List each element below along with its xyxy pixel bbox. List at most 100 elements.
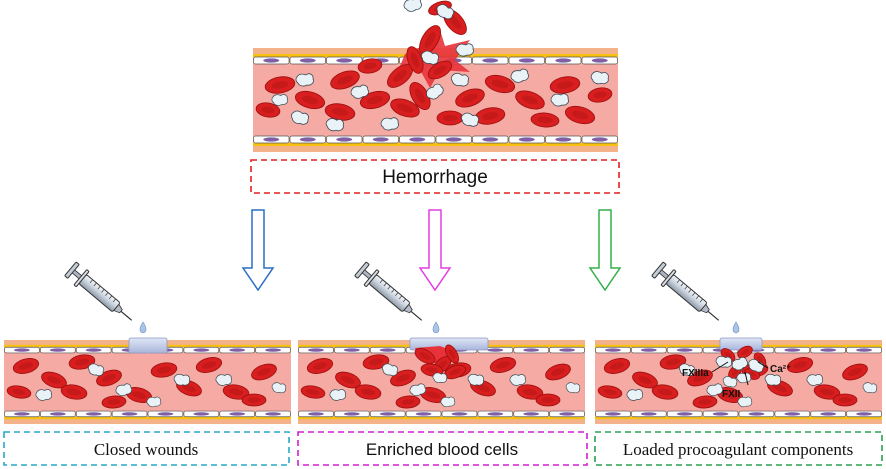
- endothelial-cell: [810, 346, 846, 354]
- red-blood-cell: [545, 363, 571, 381]
- hemorrhage-label: Hemorrhage: [382, 167, 488, 188]
- red-blood-cell: [489, 357, 517, 373]
- platelet: [115, 383, 133, 397]
- platelet: [432, 372, 448, 383]
- red-blood-cell: [444, 344, 460, 364]
- endothelial-cell: [75, 410, 112, 418]
- red-blood-cell: [632, 371, 658, 389]
- endothelial-cell: [441, 410, 478, 418]
- endothelial-cell: [253, 56, 290, 65]
- endothelial-cell: [513, 346, 549, 354]
- platelet: [329, 389, 346, 401]
- red-blood-cell: [659, 354, 687, 370]
- endothelial-cell: [75, 346, 112, 354]
- red-blood-cell: [150, 362, 178, 378]
- red-blood-cell: [419, 387, 447, 403]
- endothelial-cell: [774, 346, 811, 354]
- red-blood-cell: [300, 385, 326, 399]
- platelet: [146, 396, 162, 408]
- red-blood-cell: [842, 363, 868, 381]
- platelet: [550, 93, 569, 107]
- endothelial-cell: [545, 56, 582, 65]
- platelet: [467, 373, 484, 386]
- factor-labels: FXIIIa Ca²⁺ FXII: [682, 364, 791, 400]
- red-blood-cell: [597, 385, 623, 399]
- platelet: [509, 374, 526, 386]
- endothelial-cell: [581, 135, 618, 144]
- endothelial-cell: [40, 346, 76, 354]
- factor-pointer: [757, 361, 769, 369]
- red-blood-cell: [535, 393, 561, 407]
- red-blood-cell: [68, 354, 96, 370]
- gel-drop: [139, 321, 147, 334]
- platelet: [421, 50, 439, 65]
- endothelial-cell: [334, 346, 370, 354]
- endothelial-cell: [298, 346, 334, 354]
- red-blood-cell: [264, 76, 296, 94]
- factor-pointer: [744, 371, 749, 386]
- platelet: [450, 72, 469, 87]
- red-blood-cell: [515, 90, 545, 110]
- red-blood-cell: [390, 98, 420, 118]
- fat-layer: [298, 416, 585, 420]
- red-blood-cell: [564, 105, 596, 125]
- endothelial-cell: [666, 410, 703, 418]
- fxiiia-label: FXIIIa: [682, 368, 709, 379]
- endothelial-cell: [255, 410, 291, 418]
- platelet: [510, 68, 529, 83]
- red-blood-cell: [436, 110, 464, 126]
- endothelial-cell: [631, 410, 667, 418]
- endothelial-cell: [147, 410, 184, 418]
- red-blood-cell: [222, 384, 250, 400]
- red-blood-cell: [294, 90, 326, 110]
- endothelial-cell: [477, 346, 514, 354]
- endothelial-cell: [508, 56, 545, 65]
- red-blood-cell: [692, 395, 718, 409]
- platelet: [426, 83, 444, 100]
- endothelial-cell: [255, 346, 291, 354]
- platelet: [440, 396, 456, 408]
- platelet: [271, 382, 287, 394]
- red-blood-cell: [306, 358, 334, 374]
- endothelial-cell: [289, 56, 326, 65]
- endothelial-cell: [774, 410, 811, 418]
- red-blood-cell: [359, 90, 391, 110]
- platelet: [461, 112, 479, 127]
- red-blood-cell: [530, 112, 560, 128]
- red-blood-cell: [335, 371, 361, 389]
- syringe-icon: [651, 261, 720, 321]
- platelet: [291, 110, 309, 125]
- platelet: [590, 71, 609, 85]
- endothelial-cell: [846, 346, 882, 354]
- endothelial-cell: [362, 135, 399, 144]
- platelet: [409, 383, 427, 397]
- platelet: [862, 382, 878, 394]
- platelet: [380, 117, 399, 131]
- endothelial-cell: [326, 56, 363, 65]
- endothelial-cell: [631, 346, 667, 354]
- endothelial-cell: [595, 346, 631, 354]
- platelet: [455, 43, 474, 57]
- red-blood-cell: [409, 82, 431, 110]
- red-blood-cell: [516, 384, 544, 400]
- red-blood-cell: [414, 348, 436, 364]
- enriched-blood-cells-label: Enriched blood cells: [366, 440, 518, 459]
- arrow-closed: [241, 209, 275, 292]
- syringe-icon: [64, 261, 133, 321]
- platelet: [215, 374, 232, 386]
- endothelial-cell: [545, 135, 582, 144]
- endothelial-cell: [369, 346, 406, 354]
- red-blood-cell: [813, 384, 841, 400]
- red-blood-cell: [241, 393, 267, 407]
- gel-drop: [732, 321, 740, 334]
- platelet: [271, 94, 288, 106]
- red-blood-cell: [484, 74, 516, 94]
- closed-wounds-label-box: Closed wounds: [3, 431, 290, 466]
- endothelial-cell: [334, 410, 370, 418]
- red-blood-cell: [737, 345, 753, 359]
- red-blood-cell: [603, 358, 631, 374]
- endothelial-cell: [549, 346, 585, 354]
- endothelial-cell: [477, 410, 514, 418]
- platelet: [764, 373, 781, 386]
